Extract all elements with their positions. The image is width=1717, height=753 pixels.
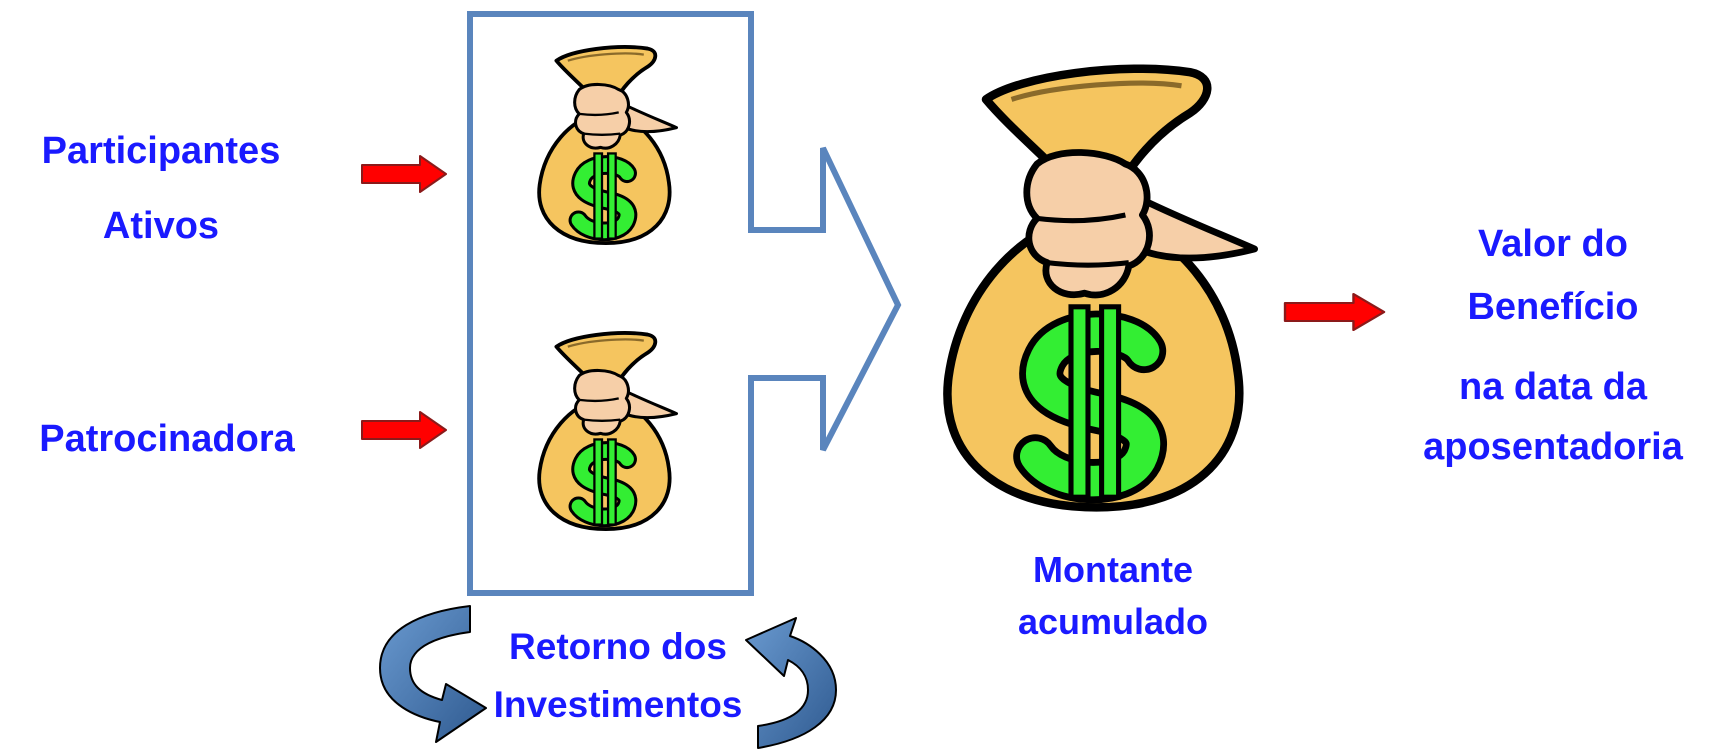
contributions-frame [467,11,902,596]
benefit-label-line1: Valor do [1478,223,1628,265]
participants-label-line2: Ativos [102,205,220,247]
money-bag-icon-sponsor [539,333,676,529]
returns-label-line2: Investimentos [493,684,743,725]
participants-label-line1: Participantes [41,130,281,172]
benefit-label-line3: na data da [1459,366,1647,408]
red-arrow-icon-participants [361,155,447,193]
money-bag-icon-accumulated [947,69,1254,508]
sponsor-label: Patrocinadora [39,418,295,460]
benefit-label-line4: aposentadoria [1423,426,1683,468]
accumulated-label-line1: Montante [1033,549,1193,590]
returns-label-line1: Retorno dos [509,626,727,667]
red-arrow-icon-benefit [1283,292,1386,332]
money-bag-icon-participants [539,47,676,243]
curved-arrow-icon-left [379,605,487,743]
curved-arrow-icon-right [745,617,837,749]
benefit-label-line2: Benefício [1467,286,1639,328]
red-arrow-icon-sponsor [361,411,447,449]
accumulated-label-line2: acumulado [1017,601,1209,642]
